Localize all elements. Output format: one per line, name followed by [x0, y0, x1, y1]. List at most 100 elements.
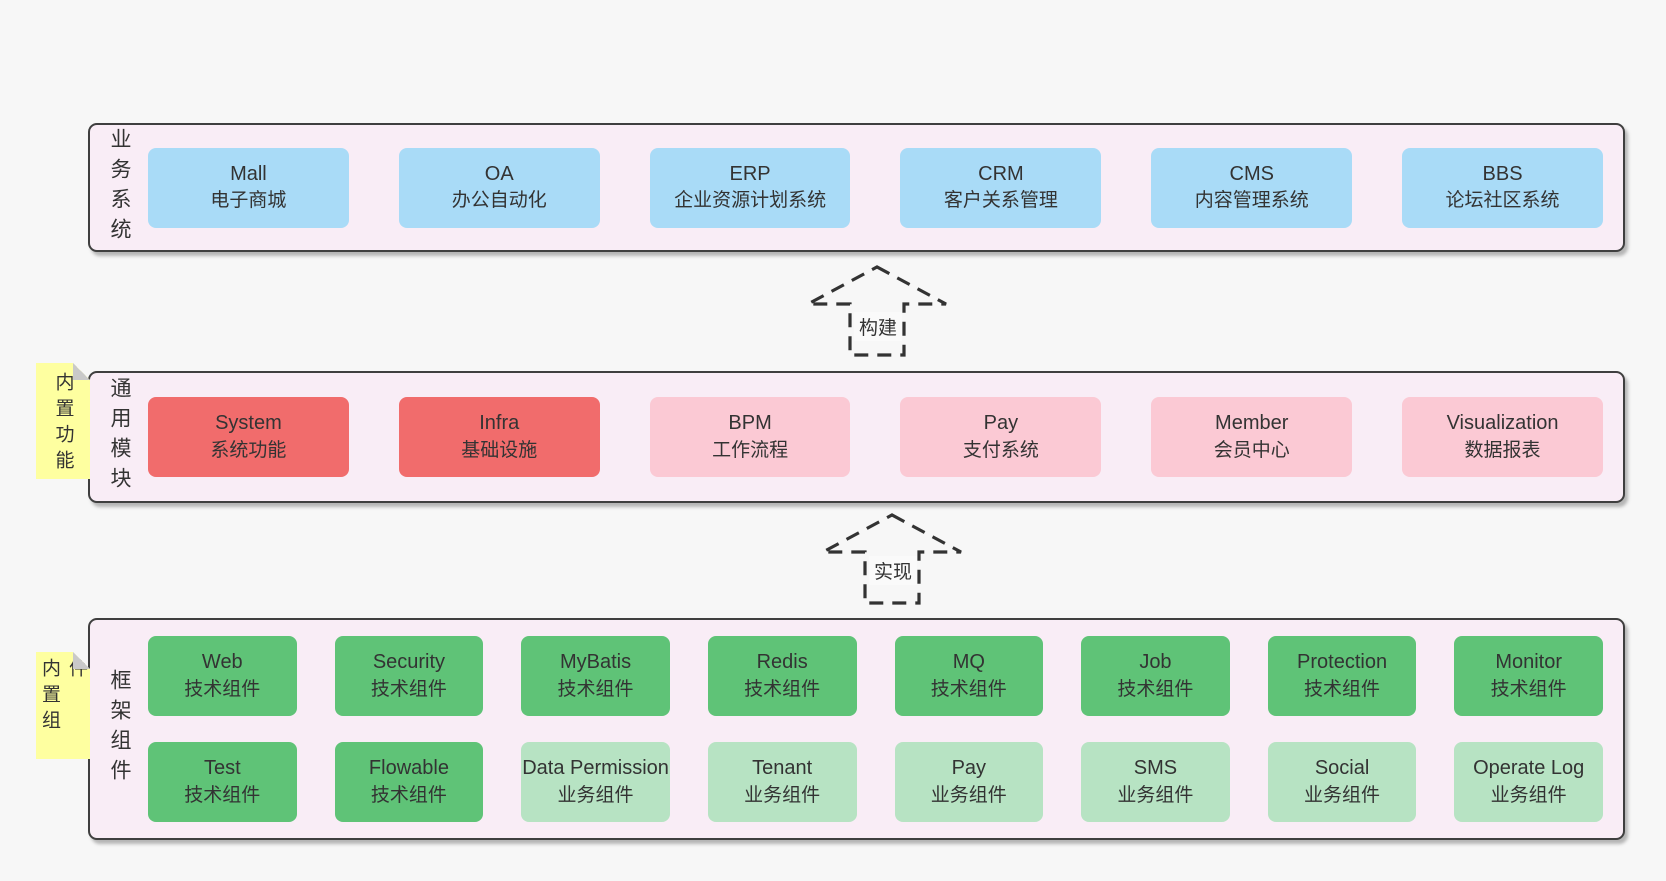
box-subtitle: 技术组件 — [744, 678, 821, 700]
box-subtitle: 技术组件 — [930, 678, 1007, 700]
box-member: Member 会员中心 — [1151, 397, 1353, 477]
box-subtitle: 技术组件 — [184, 678, 261, 700]
box-subtitle: 数据报表 — [1464, 439, 1541, 461]
box-subtitle: 业务组件 — [1117, 784, 1194, 806]
box-row: Mall 电子商城 OA 办公自动化 ERP 企业资源计划系统 CRM 客户关系管理 CMS 内容… — [148, 147, 1603, 228]
box-title: Test — [203, 757, 241, 780]
box-title: Operate Log — [1473, 757, 1585, 780]
box-title: System — [215, 412, 282, 435]
box-social: Social 业务组件 — [1267, 742, 1417, 822]
box-subtitle: 办公自动化 — [451, 190, 547, 212]
box-title: ERP — [729, 162, 771, 185]
box-monitor: Monitor 技术组件 — [1454, 636, 1603, 716]
box-mall: Mall 电子商城 — [148, 147, 349, 228]
sticky-note-text: 内置功能 — [52, 372, 74, 476]
box-subtitle: 技术组件 — [184, 784, 261, 806]
box-subtitle: 电子商城 — [210, 190, 287, 212]
box-crm: CRM 客户关系管理 — [900, 147, 1102, 228]
box-subtitle: 论坛社区系统 — [1445, 190, 1560, 212]
box-title: Flowable — [368, 757, 449, 780]
box-subtitle: 业务组件 — [930, 784, 1007, 806]
box-title: Infra — [479, 412, 520, 435]
box-web: Web 技术组件 — [148, 636, 297, 716]
arrow-label: 构建 — [853, 312, 903, 341]
box-title: BPM — [728, 412, 772, 435]
box-subtitle: 技术组件 — [370, 678, 447, 700]
box-title: SMS — [1133, 757, 1178, 780]
box-flowable: Flowable 技术组件 — [334, 742, 484, 822]
box-data-permission: Data Permission 业务组件 — [521, 742, 670, 822]
box-subtitle: 会员中心 — [1213, 439, 1290, 461]
box-redis: Redis 技术组件 — [707, 636, 857, 716]
box-title: Member — [1215, 412, 1289, 435]
arrow-label: 实现 — [868, 556, 918, 585]
arrow-up-icon — [807, 265, 947, 357]
box-title: Pay — [951, 757, 987, 780]
box-title: Pay — [983, 412, 1019, 435]
box-erp: ERP 企业资源计划系统 — [649, 147, 851, 228]
box-pay: Pay 业务组件 — [894, 742, 1044, 822]
box-title: Redis — [756, 651, 808, 674]
box-subtitle: 客户关系管理 — [943, 190, 1058, 212]
box-oa: OA 办公自动化 — [398, 147, 600, 228]
sticky-note-builtin-functions: 内置功能 — [36, 363, 90, 479]
box-title: Protection — [1297, 651, 1388, 674]
box-operate-log: Operate Log 业务组件 — [1454, 742, 1603, 822]
box-protection: Protection 技术组件 — [1267, 636, 1417, 716]
box-subtitle: 企业资源计划系统 — [674, 190, 827, 212]
box-job: Job 技术组件 — [1081, 636, 1230, 716]
box-title: Social — [1314, 757, 1370, 780]
box-subtitle: 业务组件 — [1490, 784, 1567, 806]
box-subtitle: 技术组件 — [1490, 678, 1567, 700]
box-system: System 系统功能 — [148, 397, 349, 477]
box-title: Web — [201, 651, 243, 674]
box-title: CRM — [978, 162, 1024, 185]
box-subtitle: 技术组件 — [1117, 678, 1194, 700]
sticky-note-text: 内置组件 — [39, 658, 87, 736]
box-title: Visualization — [1446, 412, 1559, 435]
box-subtitle: 业务组件 — [744, 784, 821, 806]
box-subtitle: 支付系统 — [962, 439, 1039, 461]
box-title: Job — [1139, 651, 1172, 674]
layer-label: 业务系统 — [108, 127, 131, 248]
box-rows: Mall 电子商城 OA 办公自动化 ERP 企业资源计划系统 CRM 客户关系管理 CMS 内容… — [148, 125, 1623, 250]
box-subtitle: 内容管理系统 — [1194, 190, 1309, 212]
box-title: OA — [484, 162, 514, 185]
box-title: CMS — [1229, 162, 1274, 185]
box-subtitle: 系统功能 — [210, 439, 287, 461]
box-title: Data Permission — [522, 757, 669, 780]
box-title: Mall — [230, 162, 267, 185]
box-visualization: Visualization 数据报表 — [1402, 397, 1603, 477]
box-test: Test 技术组件 — [148, 742, 297, 822]
arrow-up-icon — [822, 513, 962, 605]
box-sms: SMS 业务组件 — [1081, 742, 1230, 822]
box-subtitle: 业务组件 — [557, 784, 634, 806]
box-cms: CMS 内容管理系统 — [1151, 147, 1353, 228]
box-subtitle: 业务组件 — [1304, 784, 1381, 806]
box-subtitle: 技术组件 — [557, 678, 634, 700]
box-title: Monitor — [1495, 651, 1563, 674]
layer-label: 通用模块 — [108, 377, 131, 497]
sticky-note-builtin-components: 内置组件 — [36, 652, 90, 759]
box-subtitle: 技术组件 — [370, 784, 447, 806]
box-title: MyBatis — [560, 651, 632, 674]
box-title: BBS — [1482, 162, 1523, 185]
box-mq: MQ 技术组件 — [894, 636, 1044, 716]
box-mybatis: MyBatis 技术组件 — [521, 636, 670, 716]
layer-label: 框架组件 — [108, 669, 131, 789]
box-bpm: BPM 工作流程 — [649, 397, 851, 477]
box-subtitle: 技术组件 — [1304, 678, 1381, 700]
box-title: MQ — [952, 651, 985, 674]
box-bbs: BBS 论坛社区系统 — [1402, 147, 1603, 228]
box-subtitle: 工作流程 — [712, 439, 789, 461]
